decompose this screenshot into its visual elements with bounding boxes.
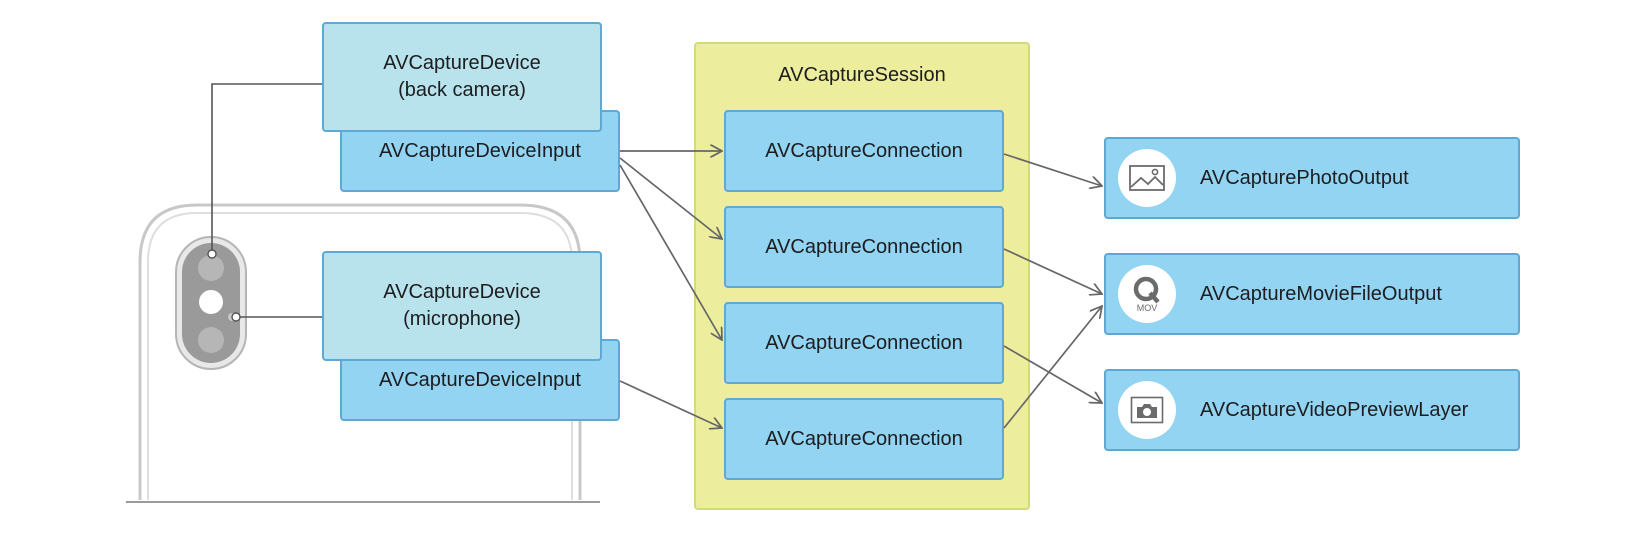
connection-label: AVCaptureConnection	[765, 235, 963, 258]
quicktime-mov-icon: MOV	[1118, 265, 1176, 323]
output-label: AVCaptureVideoPreviewLayer	[1200, 398, 1469, 421]
capture-connection-3[interactable]: AVCaptureConnection	[724, 302, 1004, 384]
connection-label: AVCaptureConnection	[765, 331, 963, 354]
photo-output[interactable]: AVCapturePhotoOutput	[1104, 137, 1520, 219]
device-kind: (microphone)	[403, 308, 521, 330]
capture-connection-1[interactable]: AVCaptureConnection	[724, 110, 1004, 192]
device-input-label: AVCaptureDeviceInput	[379, 368, 581, 391]
connection-label: AVCaptureConnection	[765, 427, 963, 450]
phone-illustration	[126, 203, 600, 503]
device-microphone[interactable]: AVCaptureDevice (microphone)	[322, 251, 602, 361]
camera-icon	[1118, 381, 1176, 439]
movie-file-output[interactable]: MOV AVCaptureMovieFileOutput	[1104, 253, 1520, 335]
photo-icon	[1118, 149, 1176, 207]
back-camera-leader-line	[211, 83, 324, 254]
output-label: AVCapturePhotoOutput	[1200, 166, 1409, 189]
device-name: AVCaptureDevice	[383, 52, 541, 74]
device-input-label: AVCaptureDeviceInput	[379, 139, 581, 162]
connection-label: AVCaptureConnection	[765, 139, 963, 162]
session-title: AVCaptureSession	[778, 64, 946, 86]
device-name: AVCaptureDevice	[383, 281, 541, 303]
device-kind: (back camera)	[398, 79, 526, 101]
camera-module-icon	[175, 236, 247, 370]
capture-connection-2[interactable]: AVCaptureConnection	[724, 206, 1004, 288]
output-label: AVCaptureMovieFileOutput	[1200, 282, 1442, 305]
device-back-camera[interactable]: AVCaptureDevice (back camera)	[322, 22, 602, 132]
video-preview-layer[interactable]: AVCaptureVideoPreviewLayer	[1104, 369, 1520, 451]
capture-connection-4[interactable]: AVCaptureConnection	[724, 398, 1004, 480]
mov-label: MOV	[1136, 302, 1158, 313]
